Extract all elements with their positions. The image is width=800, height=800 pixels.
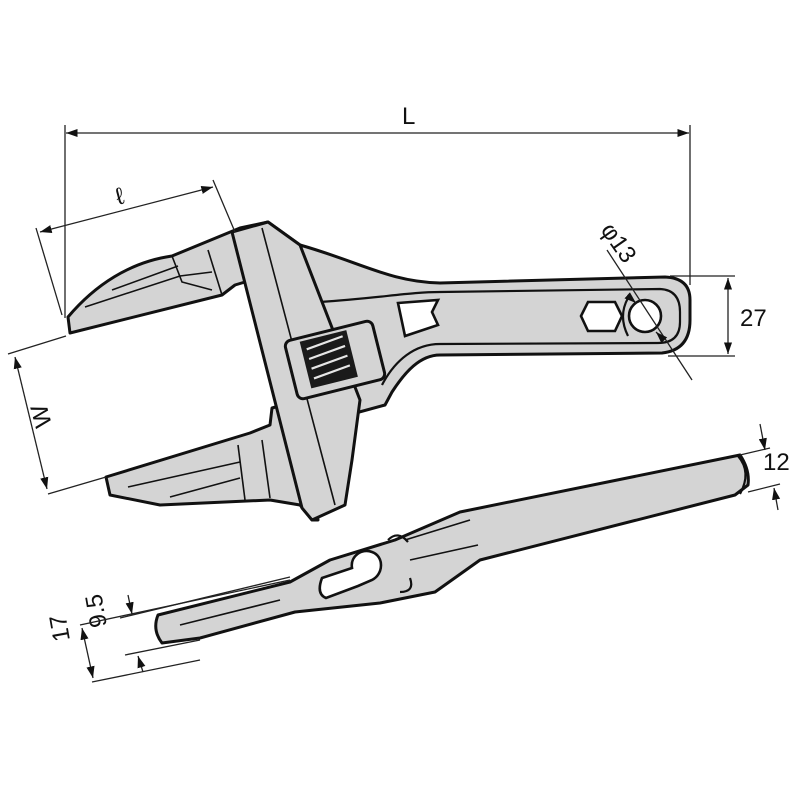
lower-jaw-step (237, 444, 246, 501)
label-17: 17 (45, 613, 76, 644)
side-groove (179, 599, 281, 626)
dimension-handle-width: 27 (668, 275, 767, 357)
handle-end-edge (737, 455, 747, 495)
handle-window (396, 298, 441, 338)
label-W: W (26, 401, 58, 430)
lower-jaw-step-2 (261, 439, 271, 499)
jaw-step-line (171, 255, 213, 291)
side-bump-2 (399, 577, 413, 594)
handle-groove (319, 287, 682, 386)
side-groove-3 (409, 544, 479, 561)
wrench-handle (298, 243, 692, 422)
wrench-top-view (66, 220, 692, 522)
label-27: 27 (740, 305, 767, 332)
dimension-length-L: L (64, 103, 691, 318)
side-bump (387, 534, 409, 543)
label-12: 12 (763, 449, 790, 476)
hex-slot-icon (579, 300, 624, 333)
keyhole-slot (318, 549, 383, 600)
side-groove-2 (404, 519, 471, 541)
jaw-face-line-2 (111, 265, 179, 291)
lower-jaw-line (127, 461, 241, 488)
worm-screw-icon (299, 330, 358, 389)
jaw-step-line-2 (207, 249, 223, 296)
label-l: ℓ (113, 183, 128, 211)
dimension-handle-thickness: 12 (739, 423, 790, 511)
label-phi13: φ13 (595, 218, 641, 268)
dimension-head-thickness: 17 (45, 579, 291, 683)
label-L: L (402, 103, 415, 130)
dimension-jaw-opening: W (7, 335, 107, 495)
hang-hole (627, 298, 663, 334)
lower-jaw-line-2 (169, 477, 241, 498)
